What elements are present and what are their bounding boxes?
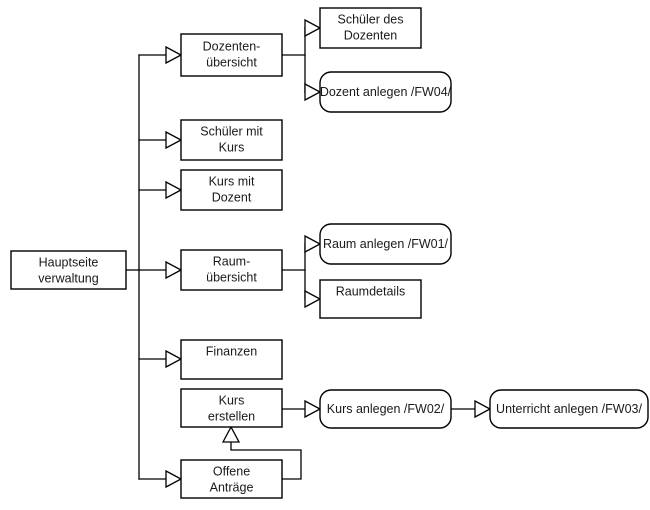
node-raumanlegen-shape[interactable] bbox=[319, 223, 452, 265]
arrowhead-unterrichtanlegen bbox=[474, 399, 492, 419]
node-dozentenuebersicht[interactable]: Dozenten- übersicht bbox=[180, 33, 283, 77]
node-schuelerdesdozenten-label: Schüler des bbox=[337, 12, 403, 26]
node-unterrichtanlegen[interactable]: Unterricht anlegen /FW03/ bbox=[489, 389, 649, 429]
node-schuelerdesdozenten-label-2: Dozenten bbox=[344, 28, 398, 42]
node-kurserstellen-label: Kurs bbox=[219, 393, 245, 407]
node-kursanlegen-label: Kurs anlegen /FW02/ bbox=[327, 402, 445, 416]
arrowhead-raumanlegen bbox=[304, 234, 322, 254]
node-schuelermitkurs-label: Schüler mit bbox=[200, 124, 263, 138]
node-offeneantraege-label: Offene bbox=[213, 464, 250, 478]
node-unterrichtanlegen-label: Unterricht anlegen /FW03/ bbox=[496, 402, 642, 416]
arrowhead-raumuebersicht bbox=[165, 260, 183, 280]
node-kurserstellen-shape[interactable] bbox=[180, 388, 283, 428]
node-kursanlegen-shape[interactable] bbox=[319, 389, 452, 429]
node-finanzen-label: Finanzen bbox=[206, 344, 257, 358]
node-dozentenuebersicht-label: Dozenten- bbox=[203, 39, 261, 53]
node-schuelerdesdozenten[interactable]: Schüler des Dozenten bbox=[319, 7, 422, 49]
node-dozentanlegen[interactable]: Dozent anlegen /FW04/ bbox=[319, 71, 452, 113]
arrowhead-kursanlegen bbox=[304, 399, 322, 419]
arrowhead-kursmitdozent bbox=[165, 180, 183, 200]
arrowhead-dozentanlegen bbox=[304, 82, 322, 102]
arrowhead-schuelermitkurs bbox=[165, 130, 183, 150]
edge-offeneantraege-to-kurserstellen bbox=[230, 441, 302, 480]
node-kurserstellen-label-2: erstellen bbox=[208, 409, 255, 423]
node-schuelermitkurs-label-2: Kurs bbox=[219, 140, 245, 154]
arrowhead-raumdetails bbox=[304, 289, 322, 309]
arrowhead-kurserstellen-up bbox=[221, 425, 241, 443]
node-hauptseite[interactable]: Hauptseite verwaltung bbox=[10, 250, 127, 290]
arrowhead-finanzen bbox=[165, 349, 183, 369]
node-raumdetails-label: Raumdetails bbox=[336, 284, 405, 298]
node-dozentenuebersicht-label-2: übersicht bbox=[206, 55, 257, 69]
arrowhead-schuelerdesdozenten bbox=[304, 18, 322, 38]
node-raumuebersicht-label: Raum- bbox=[213, 254, 251, 268]
node-raumuebersicht[interactable]: Raum- übersicht bbox=[180, 249, 283, 291]
node-layer: Hauptseite verwaltung Dozenten- übersich… bbox=[10, 7, 649, 499]
node-dozentanlegen-shape[interactable] bbox=[319, 71, 452, 113]
node-offeneantraege[interactable]: Offene Anträge bbox=[180, 459, 283, 499]
node-dozentanlegen-label: Dozent anlegen /FW04/ bbox=[320, 85, 452, 99]
node-hauptseite-label: Hauptseite bbox=[39, 255, 99, 269]
node-kursmitdozent-label: Kurs mit bbox=[209, 174, 255, 188]
node-finanzen[interactable]: Finanzen bbox=[180, 339, 283, 380]
node-raumdetails[interactable]: Raumdetails bbox=[319, 279, 422, 319]
node-schuelermitkurs[interactable]: Schüler mit Kurs bbox=[180, 119, 283, 161]
node-kurserstellen[interactable]: Kurs erstellen bbox=[180, 388, 283, 428]
node-finanzen-shape[interactable] bbox=[180, 339, 283, 380]
node-kursanlegen[interactable]: Kurs anlegen /FW02/ bbox=[319, 389, 452, 429]
edge-layer bbox=[125, 18, 492, 489]
node-offeneantraege-label-2: Anträge bbox=[210, 480, 254, 494]
node-kursmitdozent[interactable]: Kurs mit Dozent bbox=[180, 169, 283, 211]
arrowhead-offeneantraege bbox=[165, 469, 183, 489]
node-schuelerdesdozenten-shape[interactable] bbox=[319, 7, 422, 49]
node-hauptseite-shape[interactable] bbox=[10, 250, 127, 290]
node-hauptseite-label-2: verwaltung bbox=[38, 271, 98, 285]
node-unterrichtanlegen-shape[interactable] bbox=[489, 389, 649, 429]
node-raumanlegen[interactable]: Raum anlegen /FW01/ bbox=[319, 223, 452, 265]
node-kursmitdozent-label-2: Dozent bbox=[212, 190, 252, 204]
node-schuelermitkurs-shape[interactable] bbox=[180, 119, 283, 161]
node-offeneantraege-shape[interactable] bbox=[180, 459, 283, 499]
node-dozentenuebersicht-shape[interactable] bbox=[180, 33, 283, 77]
node-raumanlegen-label: Raum anlegen /FW01/ bbox=[323, 237, 449, 251]
node-raumdetails-shape[interactable] bbox=[319, 279, 422, 319]
node-kursmitdozent-shape[interactable] bbox=[180, 169, 283, 211]
arrowhead-dozentenuebersicht bbox=[165, 45, 183, 65]
node-raumuebersicht-shape[interactable] bbox=[180, 249, 283, 291]
node-raumuebersicht-label-2: übersicht bbox=[206, 270, 257, 284]
